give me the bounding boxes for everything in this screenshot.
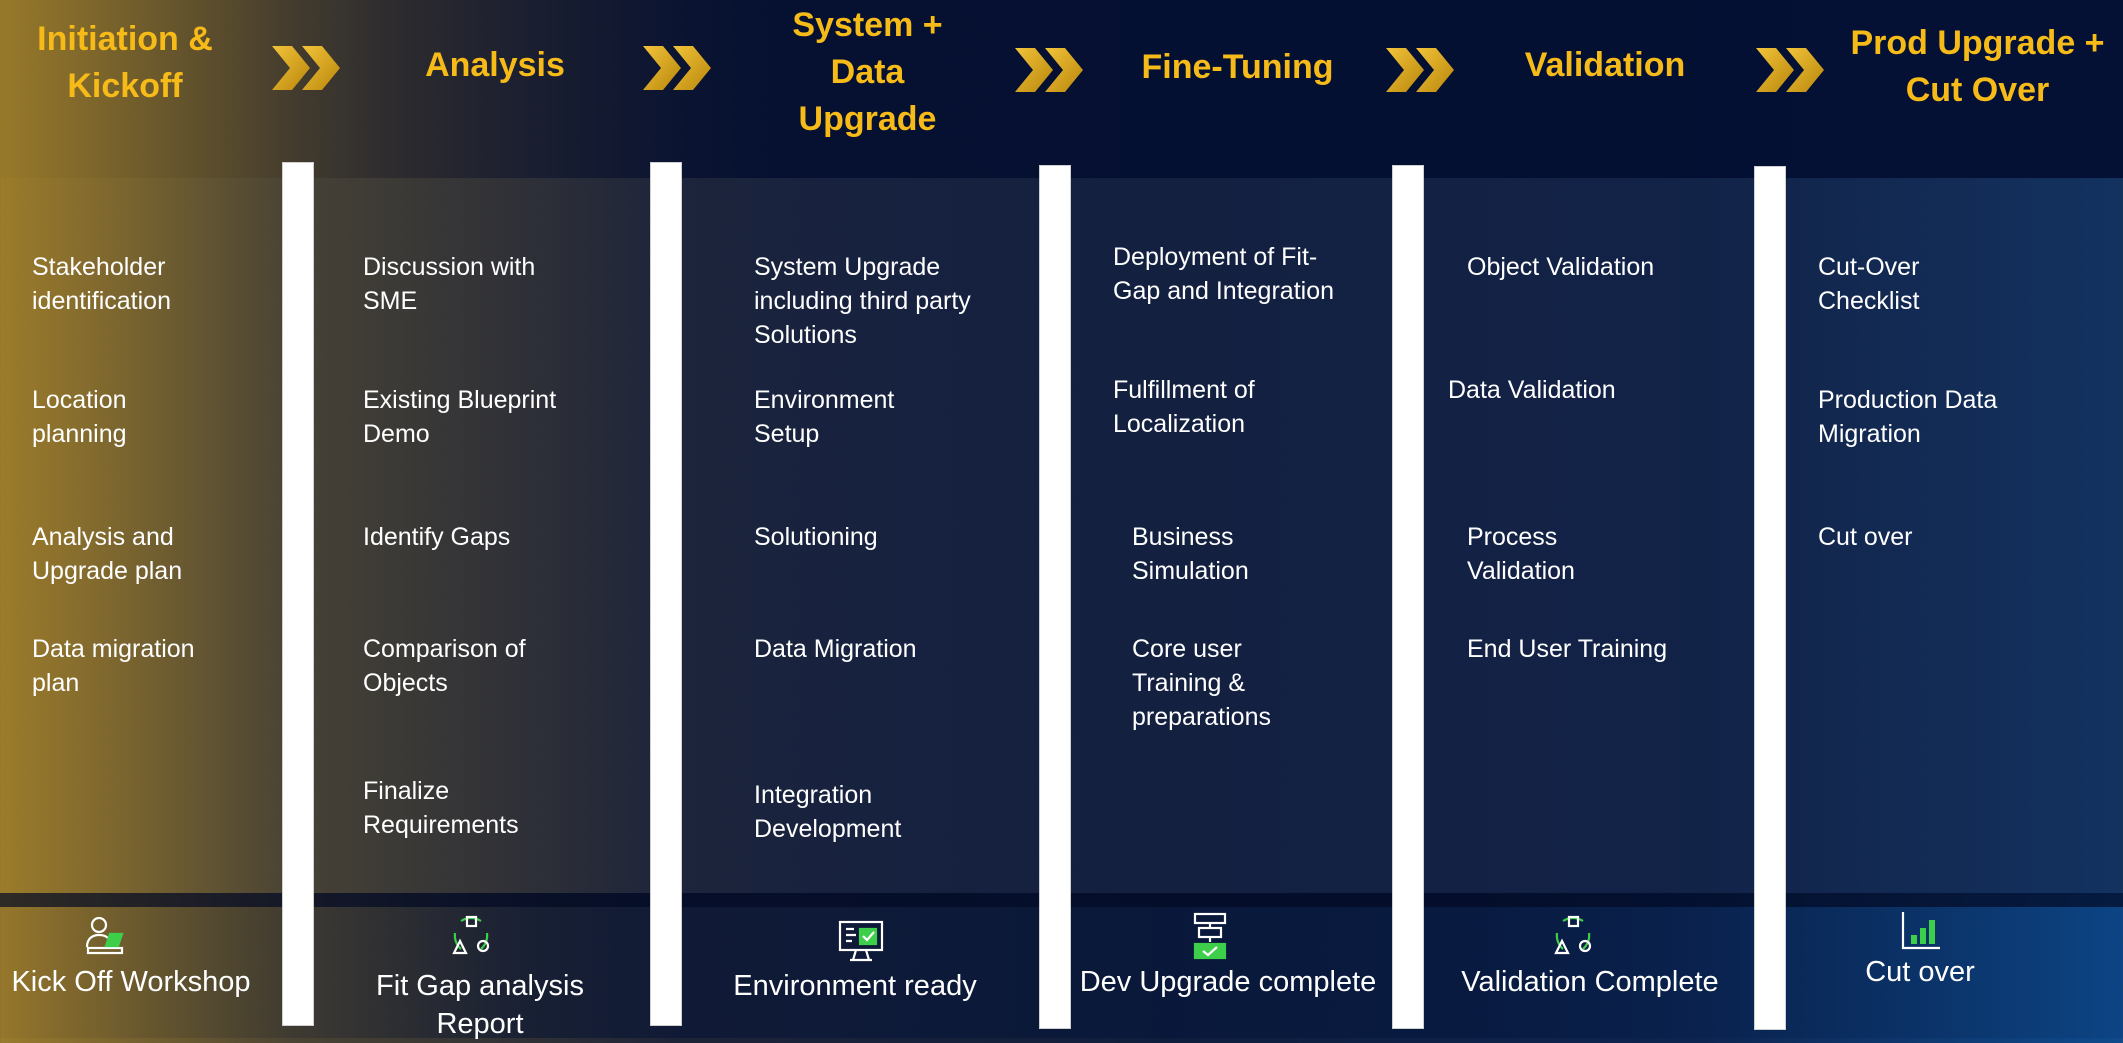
deliverable-label: Environment ready: [733, 970, 977, 1002]
activity-item: Stakeholder identification: [32, 253, 171, 315]
activity-item: Solutioning: [754, 523, 878, 551]
activity-item: Process Validation: [1467, 523, 1575, 585]
activity-item: Data Validation: [1448, 376, 1616, 404]
chevron-arrow-icon: [1386, 48, 1454, 92]
activity-item: Cut over: [1818, 523, 1913, 551]
chevron-arrow-icon: [272, 46, 340, 90]
activity-item: Comparison of Objects: [363, 635, 526, 697]
activity-item: Data Migration: [754, 635, 917, 663]
activity-item: Deployment of Fit-Gap and Integration: [1113, 243, 1334, 305]
activity-item: System Upgrade including third party Sol…: [754, 253, 971, 349]
activity-item: Environment Setup: [754, 386, 895, 448]
phase-title-initiation: Initiation & Kickoff: [37, 20, 213, 105]
chevron-arrow-icon: [643, 46, 711, 90]
column-divider: [1754, 166, 1786, 1030]
activity-item: Cut-Over Checklist: [1818, 253, 1920, 315]
activity-item: End User Training: [1467, 635, 1668, 663]
activity-item: Object Validation: [1467, 253, 1655, 281]
activity-item: Discussion with SME: [363, 253, 536, 315]
bar-chart-icon: [1901, 912, 1940, 950]
activity-item: Production Data Migration: [1818, 386, 1998, 448]
activity-item: Core user Training & preparations: [1132, 635, 1271, 731]
deliverable-label: Validation Complete: [1461, 966, 1719, 998]
shapes-cycle-icon: [1554, 915, 1592, 955]
activity-item: Finalize Requirements: [363, 777, 519, 839]
deliverable-label: Cut over: [1865, 956, 1975, 988]
server-check-icon: [1193, 912, 1227, 960]
column-divider: [1039, 165, 1071, 1029]
activity-item: Analysis and Upgrade plan: [32, 523, 183, 585]
column-divider: [282, 162, 314, 1026]
activity-item: Data migration plan: [32, 635, 195, 697]
activity-item: Integration Development: [754, 781, 902, 843]
deliverable-label: Kick Off Workshop: [11, 966, 251, 998]
phase-title-prod-upgrade: Prod Upgrade + Cut Over: [1850, 24, 2105, 109]
column-divider: [1392, 165, 1424, 1029]
phase-title-system-data-upgrade: System + Data Upgrade: [792, 6, 943, 138]
deliverable-label: Fit Gap analysis Report: [376, 970, 584, 1040]
activity-item: Business Simulation: [1132, 523, 1249, 585]
deliverable-label: Dev Upgrade complete: [1079, 966, 1377, 998]
chevron-arrow-icon: [1756, 48, 1824, 92]
activity-item: Existing Blueprint Demo: [363, 386, 557, 448]
person-laptop-icon: [85, 916, 124, 955]
activity-item: Fulfillment of Localization: [1113, 376, 1255, 438]
chevron-arrow-icon: [1015, 48, 1083, 92]
activity-item: Location planning: [32, 386, 127, 448]
monitor-check-icon: [838, 920, 884, 962]
activity-item: Identify Gaps: [363, 523, 511, 551]
shapes-cycle-icon: [452, 915, 490, 955]
phase-title-validation: Validation: [1524, 46, 1686, 84]
phase-title-analysis: Analysis: [425, 46, 565, 84]
column-divider: [650, 162, 682, 1026]
phase-title-fine-tuning: Fine-Tuning: [1141, 48, 1334, 86]
